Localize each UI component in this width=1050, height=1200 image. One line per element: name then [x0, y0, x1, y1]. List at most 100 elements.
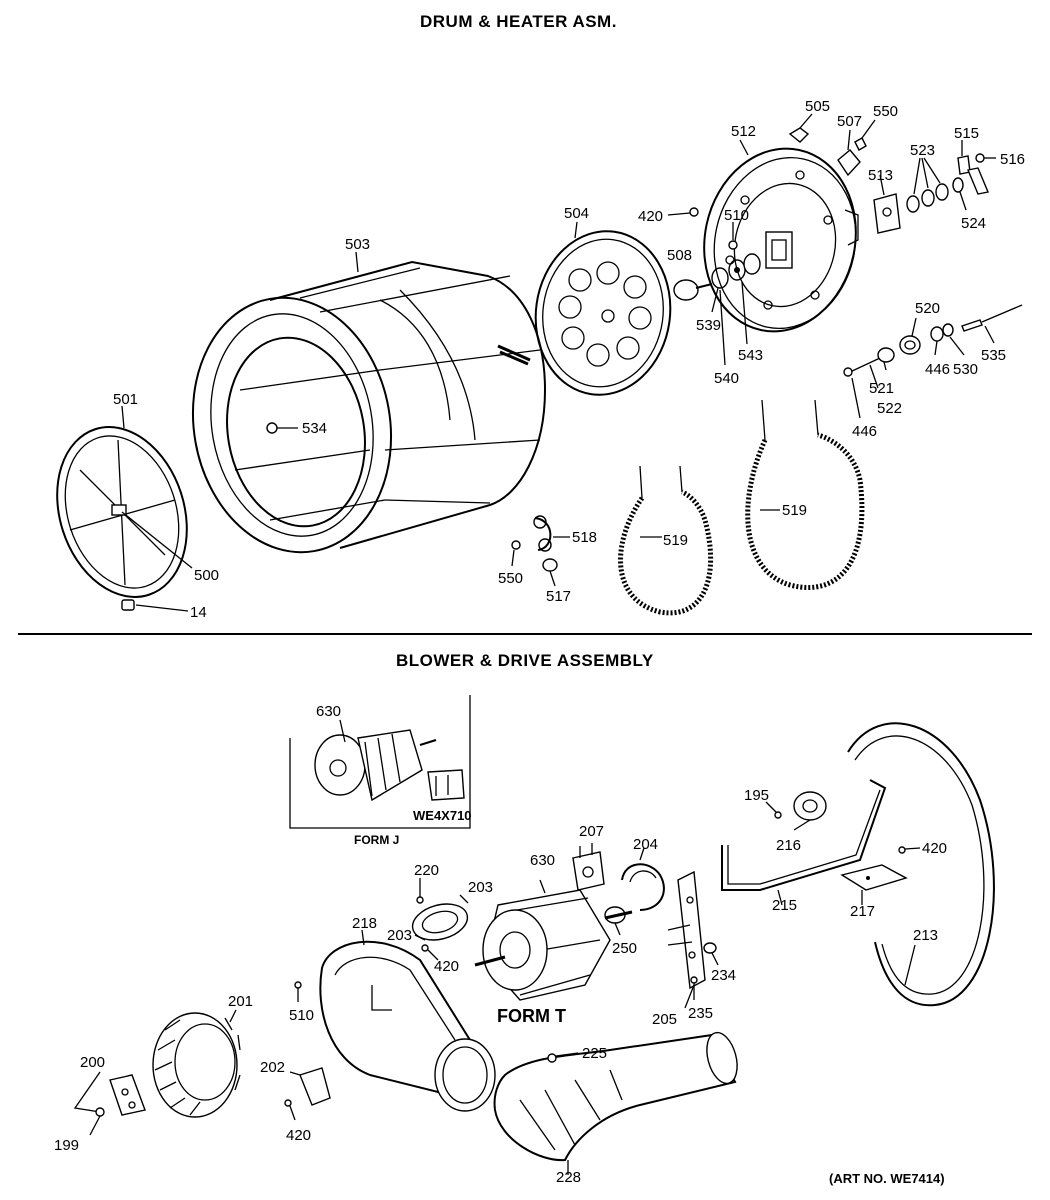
washer-524: [952, 177, 967, 211]
drum-callout-labels: 505 507 550 512 523 515 516 513 524 504 …: [113, 98, 1025, 621]
screw-420-idler: [898, 846, 921, 854]
callout-630-form-t: 630: [530, 852, 555, 869]
clip-550-top: [854, 119, 876, 151]
form-j-inset-box: [289, 695, 471, 829]
callout-203-b: 203: [387, 927, 412, 944]
thermostat-507: [837, 129, 861, 177]
screw-235: [690, 976, 698, 1000]
callout-516: 516: [1000, 151, 1025, 168]
callout-540: 540: [714, 370, 739, 387]
callout-521: 521: [869, 380, 894, 397]
art-number-caption: (ART NO. WE7414): [829, 1171, 945, 1186]
callout-446-b: 446: [852, 423, 877, 440]
blower-callout-labels: 630 195 216 420 217 215 213 207 204 220 …: [54, 703, 947, 1186]
drum-heater-title: DRUM & HEATER ASM.: [420, 12, 617, 31]
callout-420-drum: 420: [638, 208, 663, 225]
clip-202: [289, 1067, 331, 1106]
callout-535: 535: [981, 347, 1006, 364]
callout-503: 503: [345, 236, 370, 253]
nut-516: [975, 153, 996, 163]
insulator-517: [542, 558, 558, 587]
callout-539: 539: [696, 317, 721, 334]
callout-500: 500: [194, 567, 219, 584]
callout-446-a: 446: [925, 361, 950, 378]
callout-204: 204: [633, 836, 658, 853]
blower-housing-218: [319, 929, 496, 1112]
callout-512: 512: [731, 123, 756, 140]
callout-195: 195: [744, 787, 769, 804]
callout-420-idler: 420: [922, 840, 947, 857]
callout-250: 250: [612, 940, 637, 957]
idler-arm-215: [721, 779, 887, 906]
callout-522: 522: [877, 400, 902, 417]
callout-225: 225: [582, 1045, 607, 1062]
callout-530: 530: [953, 361, 978, 378]
callout-235: 235: [688, 1005, 713, 1022]
motor-clamp-203: [411, 894, 469, 941]
form-j-caption: FORM J: [354, 833, 400, 847]
callout-510-drum: 510: [724, 207, 749, 224]
rear-drum-plate-504: [534, 230, 672, 396]
bolt-508: [673, 279, 713, 301]
heater-coil-519-large: [745, 399, 865, 590]
screw-195: [765, 801, 782, 819]
callout-515: 515: [954, 125, 979, 142]
callout-519-b: 519: [782, 502, 807, 519]
callout-513: 513: [868, 167, 893, 184]
callout-217: 217: [850, 903, 875, 920]
callout-202: 202: [260, 1059, 285, 1076]
callout-550-lower: 550: [498, 570, 523, 587]
drive-motor-630-form-t: [474, 879, 633, 1001]
callout-630-form-j: 630: [316, 703, 341, 720]
nut-234: [703, 942, 719, 966]
callout-550-top: 550: [873, 103, 898, 120]
callout-220: 220: [414, 862, 439, 879]
bracket-217: [840, 864, 908, 905]
washers-523: [906, 157, 949, 213]
callout-14: 14: [190, 604, 207, 621]
callout-520: 520: [915, 300, 940, 317]
heater-coil-519-small: [618, 465, 714, 616]
callout-218: 218: [352, 915, 377, 932]
screw-510-blower: [294, 981, 302, 1002]
callout-420-blower: 420: [286, 1127, 311, 1144]
screw-199: [89, 1107, 105, 1136]
heater-housing-512: [703, 147, 859, 333]
clip-14: [121, 599, 189, 612]
screw-420-motor: [421, 944, 439, 961]
leader-250: [614, 922, 621, 936]
callout-205: 205: [652, 1011, 677, 1028]
screw-220: [416, 878, 424, 904]
callout-534: 534: [302, 420, 327, 437]
callout-234: 234: [711, 967, 736, 984]
callout-510-blower: 510: [289, 1007, 314, 1024]
callout-517: 517: [546, 588, 571, 605]
callout-505: 505: [805, 98, 830, 115]
screw-510-drum: [728, 222, 738, 250]
screw-420-drum: [667, 207, 699, 217]
callout-228: 228: [556, 1169, 581, 1186]
screw-420-blower: [284, 1099, 296, 1121]
drum-belt-213: [847, 722, 995, 1007]
callout-504: 504: [564, 205, 589, 222]
callout-207: 207: [579, 823, 604, 840]
callout-518: 518: [572, 529, 597, 546]
idler-pulley-216: [793, 791, 827, 831]
thermostat-505: [788, 113, 813, 143]
terminal-stack-520: [843, 304, 1023, 377]
form-t-caption: FORM T: [497, 1006, 566, 1026]
blower-drive-title: BLOWER & DRIVE ASSEMBLY: [396, 651, 654, 670]
terminal-515: [957, 140, 989, 195]
screw-225: [547, 1052, 579, 1063]
motor-mount-204: [621, 847, 665, 911]
callout-203-a: 203: [468, 879, 493, 896]
callout-200: 200: [80, 1054, 105, 1071]
callout-420-motor: 420: [434, 958, 459, 975]
motor-mount-205: [667, 870, 706, 1009]
exhaust-duct-228: [493, 1031, 738, 1175]
front-seal-ring-501: [56, 426, 188, 598]
callout-213: 213: [913, 927, 938, 944]
drum-leader-lines: [121, 139, 995, 538]
leader-500: [121, 511, 193, 569]
